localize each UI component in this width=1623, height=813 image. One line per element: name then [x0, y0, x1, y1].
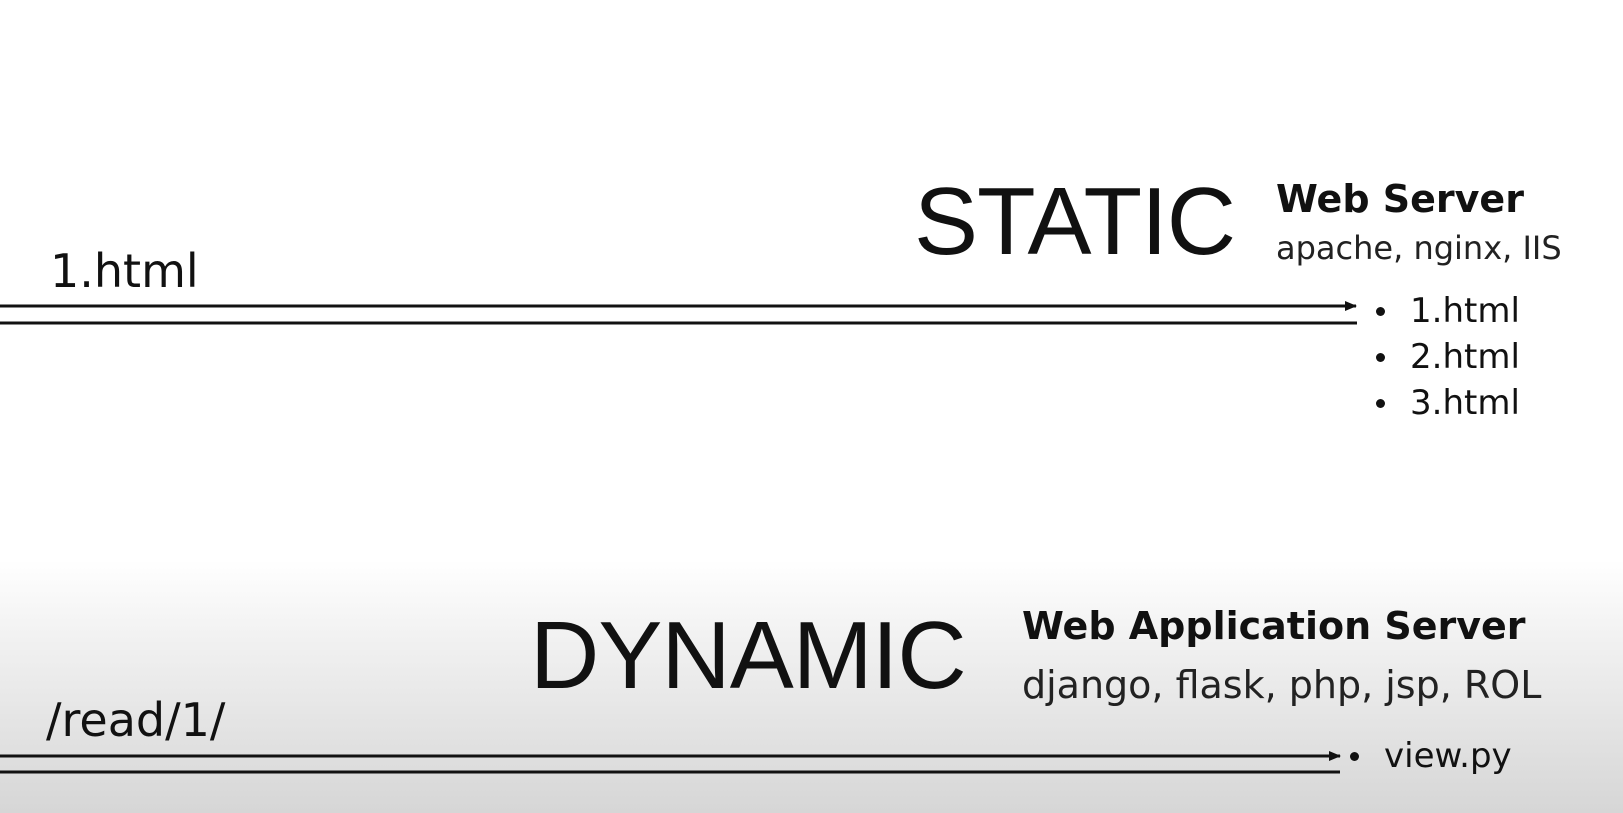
list-item: 2.html: [1372, 334, 1520, 380]
list-item: view.py: [1346, 733, 1512, 779]
web-server-title: Web Server: [1276, 177, 1524, 221]
static-request-path: 1.html: [50, 244, 199, 298]
static-title: STATIC: [914, 168, 1236, 275]
bullet-icon: [1376, 307, 1385, 316]
bullet-icon: [1350, 752, 1359, 761]
bullet-icon: [1376, 353, 1385, 362]
web-server-examples: apache, nginx, IIS: [1276, 229, 1562, 267]
web-application-server-title: Web Application Server: [1022, 604, 1526, 648]
dynamic-title: DYNAMIC: [530, 602, 967, 709]
dynamic-request-path: /read/1/: [46, 693, 226, 747]
static-file-list: 1.html 2.html 3.html: [1372, 288, 1520, 426]
list-item: 1.html: [1372, 288, 1520, 334]
dynamic-file-list: view.py: [1346, 733, 1512, 779]
web-application-server-examples: django, flask, php, jsp, ROL: [1022, 663, 1542, 707]
bullet-icon: [1376, 399, 1385, 408]
list-item: 3.html: [1372, 380, 1520, 426]
